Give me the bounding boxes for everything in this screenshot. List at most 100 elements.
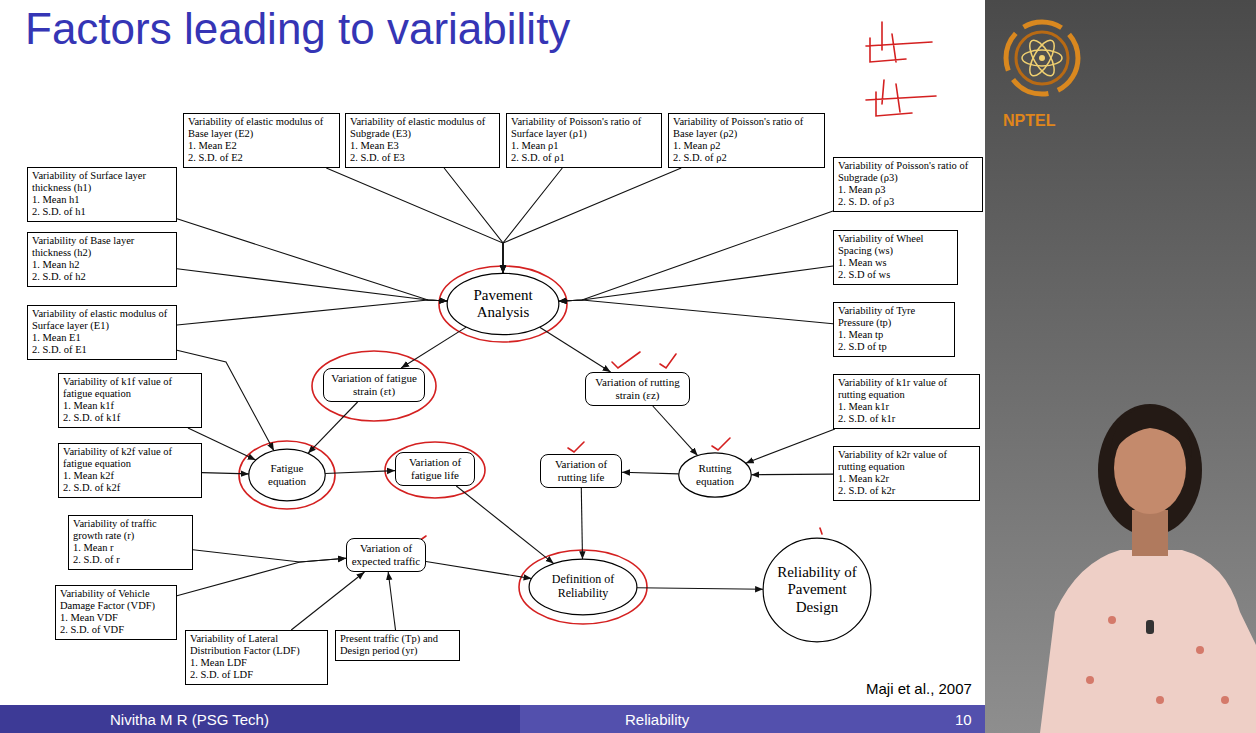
connector-arrow — [503, 168, 681, 273]
ellipse-text: Pavement Analysis — [461, 287, 545, 322]
slide-title: Factors leading to variability — [25, 4, 570, 54]
variable-box: Variability of Lateral Distribution Fact… — [185, 630, 328, 685]
box-heading: Variability of elastic modulus of Subgra… — [350, 116, 495, 140]
box-item: 1. Mean E2 — [188, 140, 335, 152]
box-heading: Variation of rutting strain (εz) — [590, 376, 685, 402]
box-item: 1. Mean VDF — [60, 612, 172, 624]
ellipse-shape — [249, 449, 325, 501]
box-item: 2. S.D. of h2 — [32, 271, 172, 283]
box-heading: Variability of Poisson's ratio of Subgra… — [838, 160, 978, 184]
variable-box: Variability of Poisson's ratio of Surfac… — [506, 113, 662, 168]
variable-box: Variability of Tyre Pressure (tp)1. Mean… — [833, 302, 955, 357]
box-heading: Variability of k2r value of rutting equa… — [838, 449, 975, 473]
box-heading: Variability of Poisson's ratio of Base l… — [673, 116, 820, 140]
box-item: 1. Mean ρ1 — [511, 140, 657, 152]
box-item: 2. S. D. of ρ3 — [838, 196, 978, 208]
box-heading: Variation of fatigue strain (εt) — [328, 372, 420, 398]
variable-box: Variability of k1r value of rutting equa… — [833, 374, 980, 429]
logo-emblem — [1006, 22, 1078, 94]
box-heading: Variability of k2f value of fatigue equa… — [63, 446, 197, 470]
box-item: 1. Mean E1 — [32, 332, 172, 344]
connector-arrow — [426, 562, 532, 579]
connector-arrow — [559, 211, 833, 301]
ellipse-shape — [447, 273, 559, 334]
connector-arrow — [746, 429, 835, 463]
box-item: 1. Mean k1r — [838, 401, 975, 413]
variable-box: Variability of k1f value of fatigue equa… — [58, 373, 202, 428]
footer-section: Reliability — [625, 711, 689, 728]
equation-ellipse: Fatigue equation — [248, 448, 326, 502]
connector-arrow — [177, 269, 447, 301]
box-heading: Reliability of Pavement Design — [777, 564, 858, 616]
variable-box: Variability of Wheel Spacing (ws)1. Mean… — [833, 230, 958, 285]
connector-arrow — [581, 488, 582, 559]
connector-arrow — [622, 472, 679, 474]
ellipse-text: Definition of Reliability — [543, 573, 624, 601]
variable-box: Variability of Base layer thickness (h2)… — [27, 232, 177, 287]
variable-box: Variability of Poisson's ratio of Subgra… — [833, 157, 983, 212]
connector-arrow — [559, 300, 833, 324]
ellipse-text: Fatigue equation — [258, 462, 316, 487]
box-heading: Variability of Wheel Spacing (ws) — [838, 233, 953, 257]
variable-box: Variability of k2r value of rutting equa… — [833, 446, 980, 501]
box-item: 1. Mean k1f — [63, 400, 197, 412]
variable-box: Variability of elastic modulus of Base l… — [183, 113, 340, 168]
box-item: 1. Mean tp — [838, 329, 950, 341]
box-heading: Pavement Analysis — [461, 287, 545, 322]
box-item: 2. S.D. of VDF — [60, 624, 172, 636]
connector-arrow — [503, 168, 562, 273]
connector-arrow — [177, 219, 447, 301]
result-box: Variation of rutting life — [540, 454, 622, 488]
connector-arrow — [444, 168, 503, 273]
connector-arrow — [325, 471, 395, 474]
box-heading: Rutting equation — [688, 462, 743, 487]
box-item: 1. Mean ρ2 — [673, 140, 820, 152]
variable-box: Variability of elastic modulus of Subgra… — [345, 113, 500, 168]
result-box: Variation of rutting strain (εz) — [585, 372, 690, 406]
equation-ellipse: Rutting equation — [678, 452, 752, 498]
connector-arrow — [177, 558, 346, 596]
connector-arrow — [326, 168, 503, 273]
box-heading: Variability of Surface layer thickness (… — [32, 170, 172, 194]
variable-box: Variability of Surface layer thickness (… — [27, 167, 177, 222]
connector-arrow — [291, 572, 364, 630]
box-item: 2. S.D. of k2r — [838, 485, 975, 497]
box-item: 1. Mean k2f — [63, 470, 197, 482]
analysis-ellipse: Pavement Analysis — [446, 272, 560, 336]
connector-arrow — [653, 406, 698, 456]
connector-arrow — [540, 327, 611, 372]
ellipse-shape — [529, 559, 637, 615]
ellipse-text: Rutting equation — [688, 462, 743, 487]
box-heading: Variation of rutting life — [545, 458, 617, 484]
box-item: 1. Mean r — [73, 542, 188, 554]
box-heading: Variability of Lateral Distribution Fact… — [190, 633, 323, 657]
box-item: 2. S.D of ws — [838, 269, 953, 281]
box-item: 1. Mean E3 — [350, 140, 495, 152]
connector-arrow — [637, 588, 763, 590]
box-heading: Present traffic (Tp) and Design period (… — [340, 633, 455, 657]
handwritten-marks — [92, 22, 936, 624]
box-item: 2. S.D. of ρ1 — [511, 152, 657, 164]
box-item: 1. Mean ws — [838, 257, 953, 269]
box-item: 2. S.D. of r — [73, 554, 188, 566]
citation: Maji et al., 2007 — [866, 680, 972, 697]
logo-text: NPTEL — [1003, 112, 1055, 130]
box-heading: Variation of fatigue life — [400, 456, 470, 482]
result-box: Variation of expected traffic — [346, 538, 426, 572]
variable-box: Variability of elastic modulus of Surfac… — [27, 305, 177, 360]
box-heading: Variability of k1r value of rutting equa… — [838, 377, 975, 401]
box-heading: Variability of k1f value of fatigue equa… — [63, 376, 197, 400]
connector-arrow — [308, 402, 358, 453]
box-heading: Variability of Vehicle Damage Factor (VD… — [60, 588, 172, 612]
box-item: 1. Mean h1 — [32, 194, 172, 206]
connector-arrow — [559, 266, 833, 301]
box-heading: Variability of Poisson's ratio of Surfac… — [511, 116, 657, 140]
result-circle: Reliability of Pavement Design — [762, 536, 872, 644]
connector-arrow — [401, 327, 466, 368]
box-item: 2. S.D. of k1f — [63, 412, 197, 424]
box-item: 2. S.D. of E2 — [188, 152, 335, 164]
footer-author: Nivitha M R (PSG Tech) — [110, 711, 269, 728]
presenter-figure — [1040, 404, 1256, 733]
